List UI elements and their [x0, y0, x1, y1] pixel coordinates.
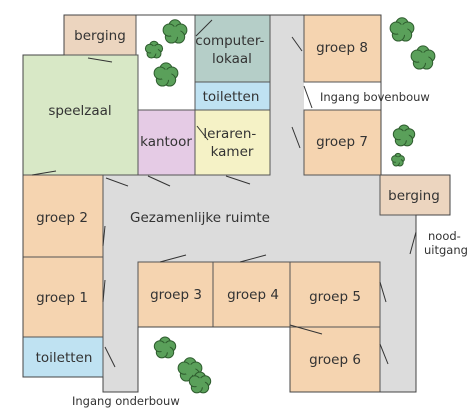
room-groep8-label: groep 8 — [316, 40, 368, 56]
tree-core — [169, 26, 181, 38]
room-berging-top-label: berging — [74, 28, 126, 44]
door — [105, 177, 129, 187]
room-toiletten-bottom — [22, 336, 104, 378]
room-berging-right — [379, 174, 451, 216]
tree-icon — [162, 19, 188, 44]
door — [104, 346, 116, 368]
emergency-exit-line1: nood- — [428, 229, 461, 243]
entrance-lower-label: Ingang onderbouw — [72, 394, 180, 408]
room-groep2 — [22, 174, 104, 258]
room-kantoor-label: kantoor — [140, 134, 192, 150]
room-toiletten-top-label: toiletten — [203, 89, 260, 105]
tree-core — [195, 378, 205, 388]
door — [225, 175, 251, 185]
entrance-upper-label: Ingang bovenbouw — [320, 90, 430, 104]
common-space — [103, 175, 380, 262]
lower-corridor — [103, 262, 138, 392]
room-groep4-label: groep 4 — [227, 287, 279, 303]
room-lerarenkamer-line1: leraren- — [203, 126, 256, 142]
emergency-exit-label: nood- uitgang — [424, 229, 468, 257]
room-berging-right-label: berging — [388, 188, 440, 204]
room-groep3-label: groep 3 — [150, 287, 202, 303]
emergency-exit-line2: uitgang — [424, 243, 468, 257]
building-outline — [22, 14, 451, 393]
tree-core — [399, 131, 409, 141]
door — [303, 85, 313, 109]
door — [87, 57, 113, 63]
tree-core — [160, 69, 172, 81]
room-kantoor — [137, 109, 196, 176]
room-lerarenkamer-line2: kamer — [211, 144, 254, 160]
door — [239, 254, 267, 263]
room-groep5 — [289, 261, 381, 328]
trees — [144, 17, 436, 394]
doors — [31, 19, 417, 368]
room-groep4 — [212, 261, 291, 328]
room-toiletten-top — [194, 81, 271, 111]
door — [409, 231, 417, 255]
room-speelzaal-label: speelzaal — [48, 103, 111, 119]
room-berging-top — [63, 14, 137, 56]
tree-icon — [153, 62, 179, 87]
tree-icon — [391, 152, 405, 167]
tree-icon — [392, 124, 416, 147]
tree-core — [395, 157, 401, 163]
common-space-label: Gezamenlijke ruimte — [130, 210, 270, 226]
door — [291, 126, 301, 149]
tree-core — [396, 24, 408, 36]
tree-icon — [410, 45, 436, 70]
tree-icon — [389, 17, 415, 42]
room-computerlokaal-line2: lokaal — [212, 51, 252, 67]
room-toiletten-bottom-label: toiletten — [36, 350, 93, 366]
right-corridor — [380, 215, 416, 392]
door — [147, 175, 171, 187]
door — [291, 36, 303, 52]
tree-core — [417, 52, 429, 64]
room-groep6-label: groep 6 — [309, 352, 361, 368]
door — [195, 19, 213, 37]
room-groep3 — [137, 261, 214, 328]
door — [31, 170, 57, 176]
door — [102, 225, 106, 247]
tree-icon — [144, 40, 164, 59]
tree-core — [184, 364, 196, 376]
room-computerlokaal-line1: computer- — [195, 33, 264, 49]
room-lerarenkamer — [194, 109, 271, 176]
room-computerlokaal-label: computer- lokaal — [195, 33, 268, 67]
upper-corridor — [270, 15, 304, 180]
room-groep7-label: groep 7 — [316, 134, 368, 150]
room-groep1 — [22, 256, 104, 338]
door — [379, 281, 387, 303]
room-groep2-label: groep 2 — [36, 210, 88, 226]
tree-icon — [153, 336, 177, 359]
room-groep5-label: groep 5 — [309, 289, 361, 305]
tree-core — [150, 46, 158, 54]
room-groep7 — [303, 109, 382, 176]
room-groep1-label: groep 1 — [36, 290, 88, 306]
door — [289, 324, 323, 335]
door — [159, 254, 187, 263]
tree-core — [160, 343, 170, 353]
corridor-area — [103, 15, 416, 392]
door — [379, 343, 389, 365]
room-groep8 — [303, 14, 382, 83]
room-speelzaal — [22, 54, 139, 176]
door — [102, 279, 106, 303]
door — [196, 125, 209, 141]
tree-icon — [188, 371, 212, 394]
room-lerarenkamer-label: leraren- kamer — [203, 126, 260, 160]
